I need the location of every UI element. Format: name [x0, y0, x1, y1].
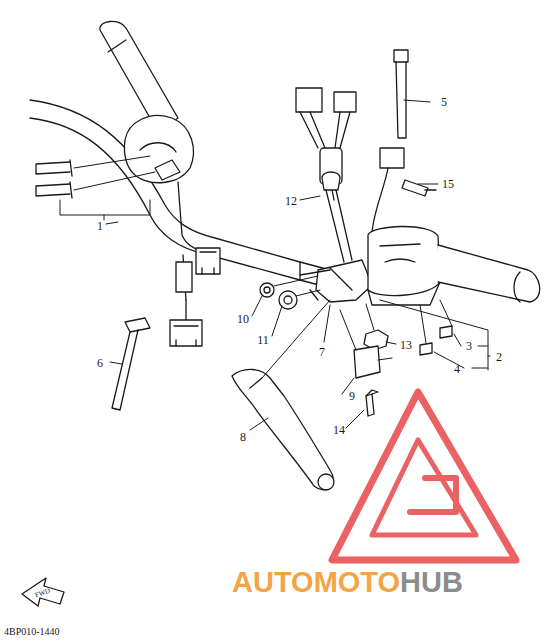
callout-number: 13: [400, 339, 412, 351]
callout-number: 6: [97, 357, 103, 369]
callout-number: 1: [97, 220, 103, 232]
callout-number: 11: [257, 334, 269, 346]
callout-number: 4: [454, 363, 460, 375]
callout-number: 2: [496, 351, 502, 363]
watermark: HUB: [400, 568, 463, 597]
callout-number: 5: [441, 96, 447, 108]
figure-code: 4BP010-1440: [4, 627, 60, 637]
callout-number: 15: [442, 178, 454, 190]
callout-number: 14: [333, 424, 345, 436]
callout-number: 7: [319, 346, 325, 358]
callout-number: 10: [237, 313, 249, 325]
callout-number: 9: [349, 390, 355, 402]
watermark: AUTOMOTO: [232, 568, 400, 597]
callout-number: 3: [466, 340, 472, 352]
callout-number: 8: [240, 431, 246, 443]
callout-number: 12: [285, 195, 297, 207]
